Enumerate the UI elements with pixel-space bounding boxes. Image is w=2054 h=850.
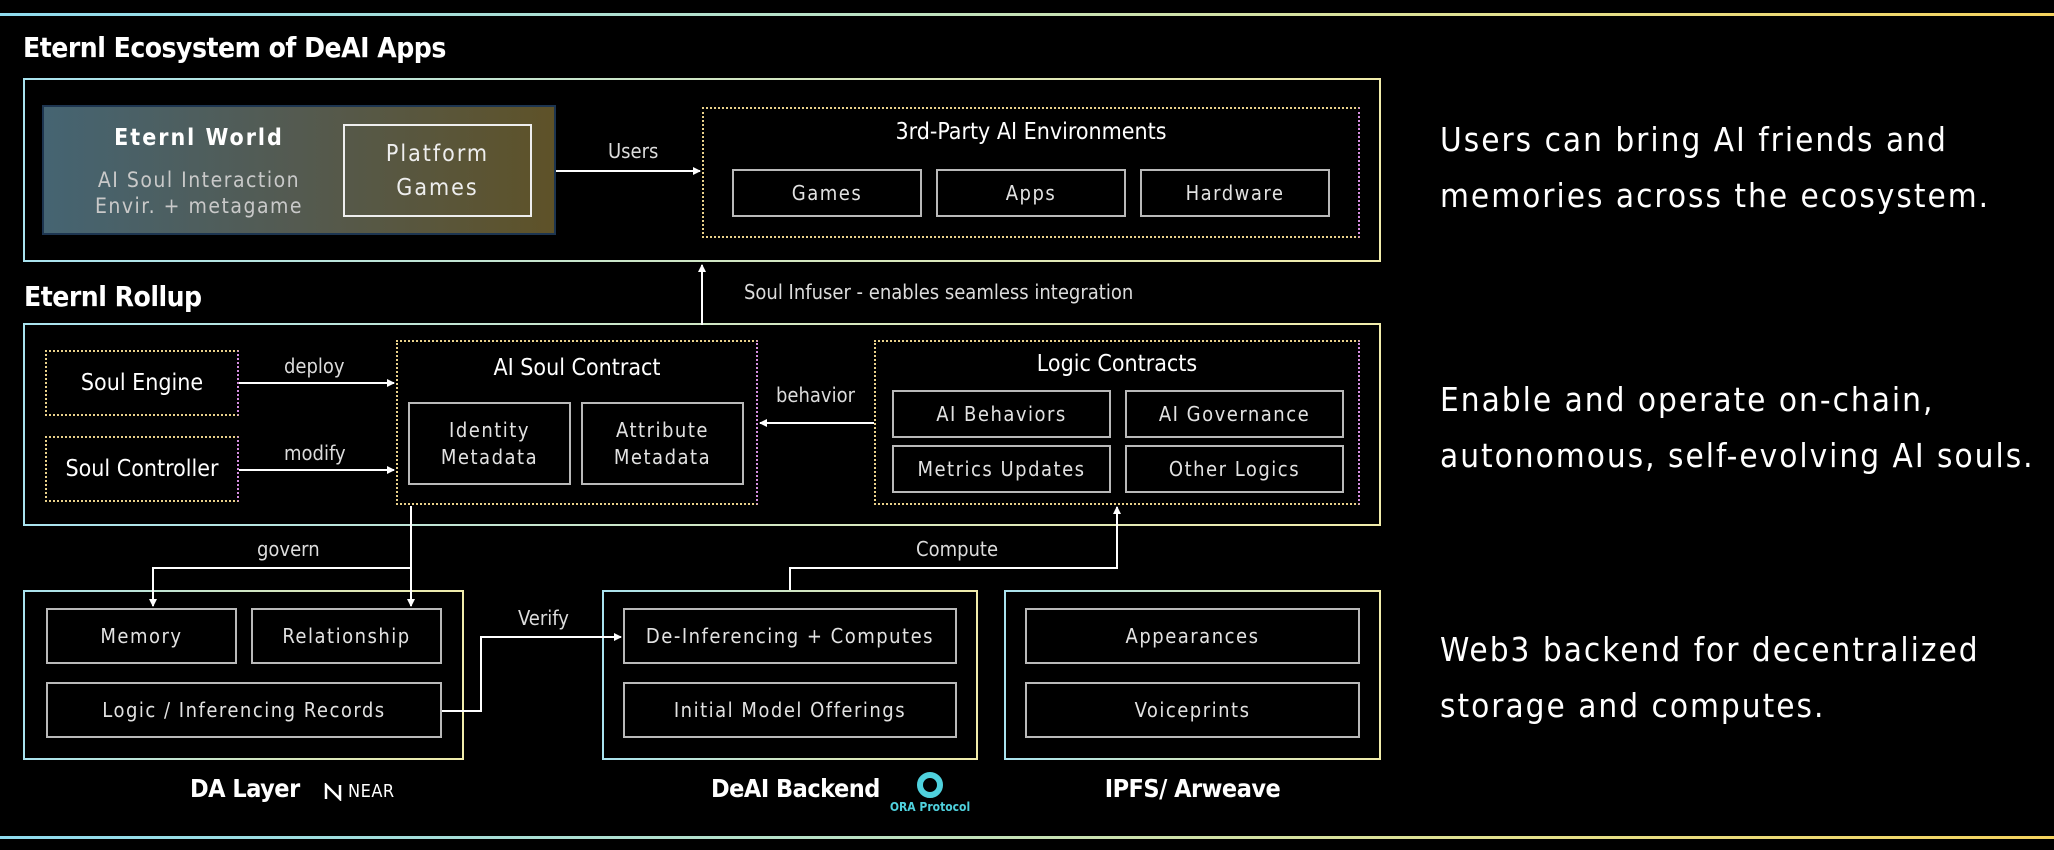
- soul-engine-box[interactable]: Soul Engine: [45, 350, 239, 416]
- deai-backend-title: DeAI Backend: [711, 774, 880, 803]
- soul-controller-box[interactable]: Soul Controller: [45, 436, 239, 502]
- logic-metrics-updates[interactable]: Metrics Updates: [892, 445, 1111, 493]
- near-logo: NEAR: [324, 781, 395, 802]
- modify-label: modify: [284, 441, 346, 465]
- soul-controller-label: Soul Controller: [65, 456, 219, 482]
- da-layer-title: DA Layer: [190, 774, 300, 803]
- side-note-backend: Web3 backend for decentralized storage a…: [1440, 622, 1980, 734]
- compute-arrow: [789, 506, 1121, 590]
- ora-ring-icon: [917, 772, 943, 798]
- verify-label: Verify: [518, 606, 569, 630]
- behavior-label: behavior: [776, 383, 855, 407]
- govern-label: govern: [257, 537, 320, 561]
- storage-appearances[interactable]: Appearances: [1025, 608, 1360, 664]
- rollup-container: [23, 323, 1381, 526]
- govern-arrow-memory: [149, 567, 411, 607]
- storage-voiceprints[interactable]: Voiceprints: [1025, 682, 1360, 738]
- side-note-line: Web3 backend for decentralized: [1440, 630, 1980, 669]
- soul-engine-label: Soul Engine: [80, 370, 204, 396]
- near-icon: [324, 782, 342, 801]
- deai-de-inferencing[interactable]: De-Inferencing + Computes: [623, 608, 957, 664]
- ai-soul-contract-title: AI Soul Contract: [493, 355, 661, 381]
- third-party-hardware[interactable]: Hardware: [1140, 169, 1330, 217]
- platform-games-line: Platform: [385, 140, 490, 167]
- ai-soul-contract: AI Soul Contract Identity Metadata Attri…: [396, 340, 758, 505]
- identity-line: Metadata: [440, 444, 539, 469]
- logic-ai-governance[interactable]: AI Governance: [1125, 390, 1344, 438]
- ora-protocol-label: ORA Protocol: [889, 800, 971, 814]
- rollup-title: Eternl Rollup: [24, 280, 202, 313]
- identity-line: Identity: [449, 417, 530, 442]
- side-note-line: storage and computes.: [1440, 686, 1826, 725]
- logic-other-logics[interactable]: Other Logics: [1125, 445, 1344, 493]
- deai-initial-model-offerings[interactable]: Initial Model Offerings: [623, 682, 957, 738]
- logic-ai-behaviors[interactable]: AI Behaviors: [892, 390, 1111, 438]
- subtitle-line: AI Soul Interaction: [97, 168, 301, 192]
- da-memory[interactable]: Memory: [46, 608, 237, 664]
- third-party-games[interactable]: Games: [732, 169, 922, 217]
- identity-metadata[interactable]: Identity Metadata: [408, 402, 571, 485]
- users-label: Users: [608, 139, 659, 163]
- deploy-label: deploy: [284, 354, 345, 378]
- verify-arrow: [442, 633, 622, 712]
- third-party-title: 3rd-Party AI Environments: [895, 119, 1167, 145]
- platform-games-line: Games: [396, 174, 479, 201]
- da-logic-inferencing-records[interactable]: Logic / Inferencing Records: [46, 682, 442, 738]
- ecosystem-title: Eternl Ecosystem of DeAI Apps: [23, 31, 446, 64]
- top-divider: [0, 13, 2054, 16]
- attribute-line: Attribute: [616, 417, 709, 442]
- platform-games-box[interactable]: Platform Games: [343, 124, 532, 217]
- da-layer-container: [23, 590, 464, 760]
- attribute-metadata[interactable]: Attribute Metadata: [581, 402, 744, 485]
- side-note-ecosystem: Users can bring AI friends and memories …: [1440, 112, 1990, 224]
- logic-contracts-title: Logic Contracts: [1036, 351, 1198, 377]
- third-party-environments: 3rd-Party AI Environments Games Apps Har…: [702, 107, 1360, 238]
- logic-contracts: Logic Contracts AI Behaviors AI Governan…: [874, 340, 1360, 505]
- bottom-divider: [0, 836, 2054, 839]
- attribute-line: Metadata: [613, 444, 712, 469]
- compute-label: Compute: [916, 537, 999, 561]
- side-note-rollup: Enable and operate on-chain, autonomous,…: [1440, 372, 2035, 484]
- soul-infuser-label: Soul Infuser - enables seamless integrat…: [744, 280, 1134, 304]
- eternl-world-title: Eternl World: [114, 125, 284, 151]
- subtitle-line: Envir. + metagame: [94, 194, 304, 218]
- near-label: NEAR: [348, 781, 395, 802]
- eternl-world-subtitle: AI Soul Interaction Envir. + metagame: [44, 167, 354, 219]
- side-note-line: autonomous, self-evolving AI souls.: [1440, 436, 2035, 475]
- eternl-world-box[interactable]: Eternl World AI Soul Interaction Envir. …: [42, 105, 556, 235]
- da-relationship[interactable]: Relationship: [251, 608, 442, 664]
- side-note-line: memories across the ecosystem.: [1440, 176, 1991, 215]
- deai-backend-container: [602, 590, 978, 760]
- storage-container: [1004, 590, 1381, 760]
- third-party-apps[interactable]: Apps: [936, 169, 1126, 217]
- storage-title: IPFS/ Arweave: [1104, 774, 1281, 803]
- side-note-line: Enable and operate on-chain,: [1440, 380, 1935, 419]
- ora-protocol-logo: ORA Protocol: [888, 771, 972, 814]
- side-note-line: Users can bring AI friends and: [1440, 120, 1948, 159]
